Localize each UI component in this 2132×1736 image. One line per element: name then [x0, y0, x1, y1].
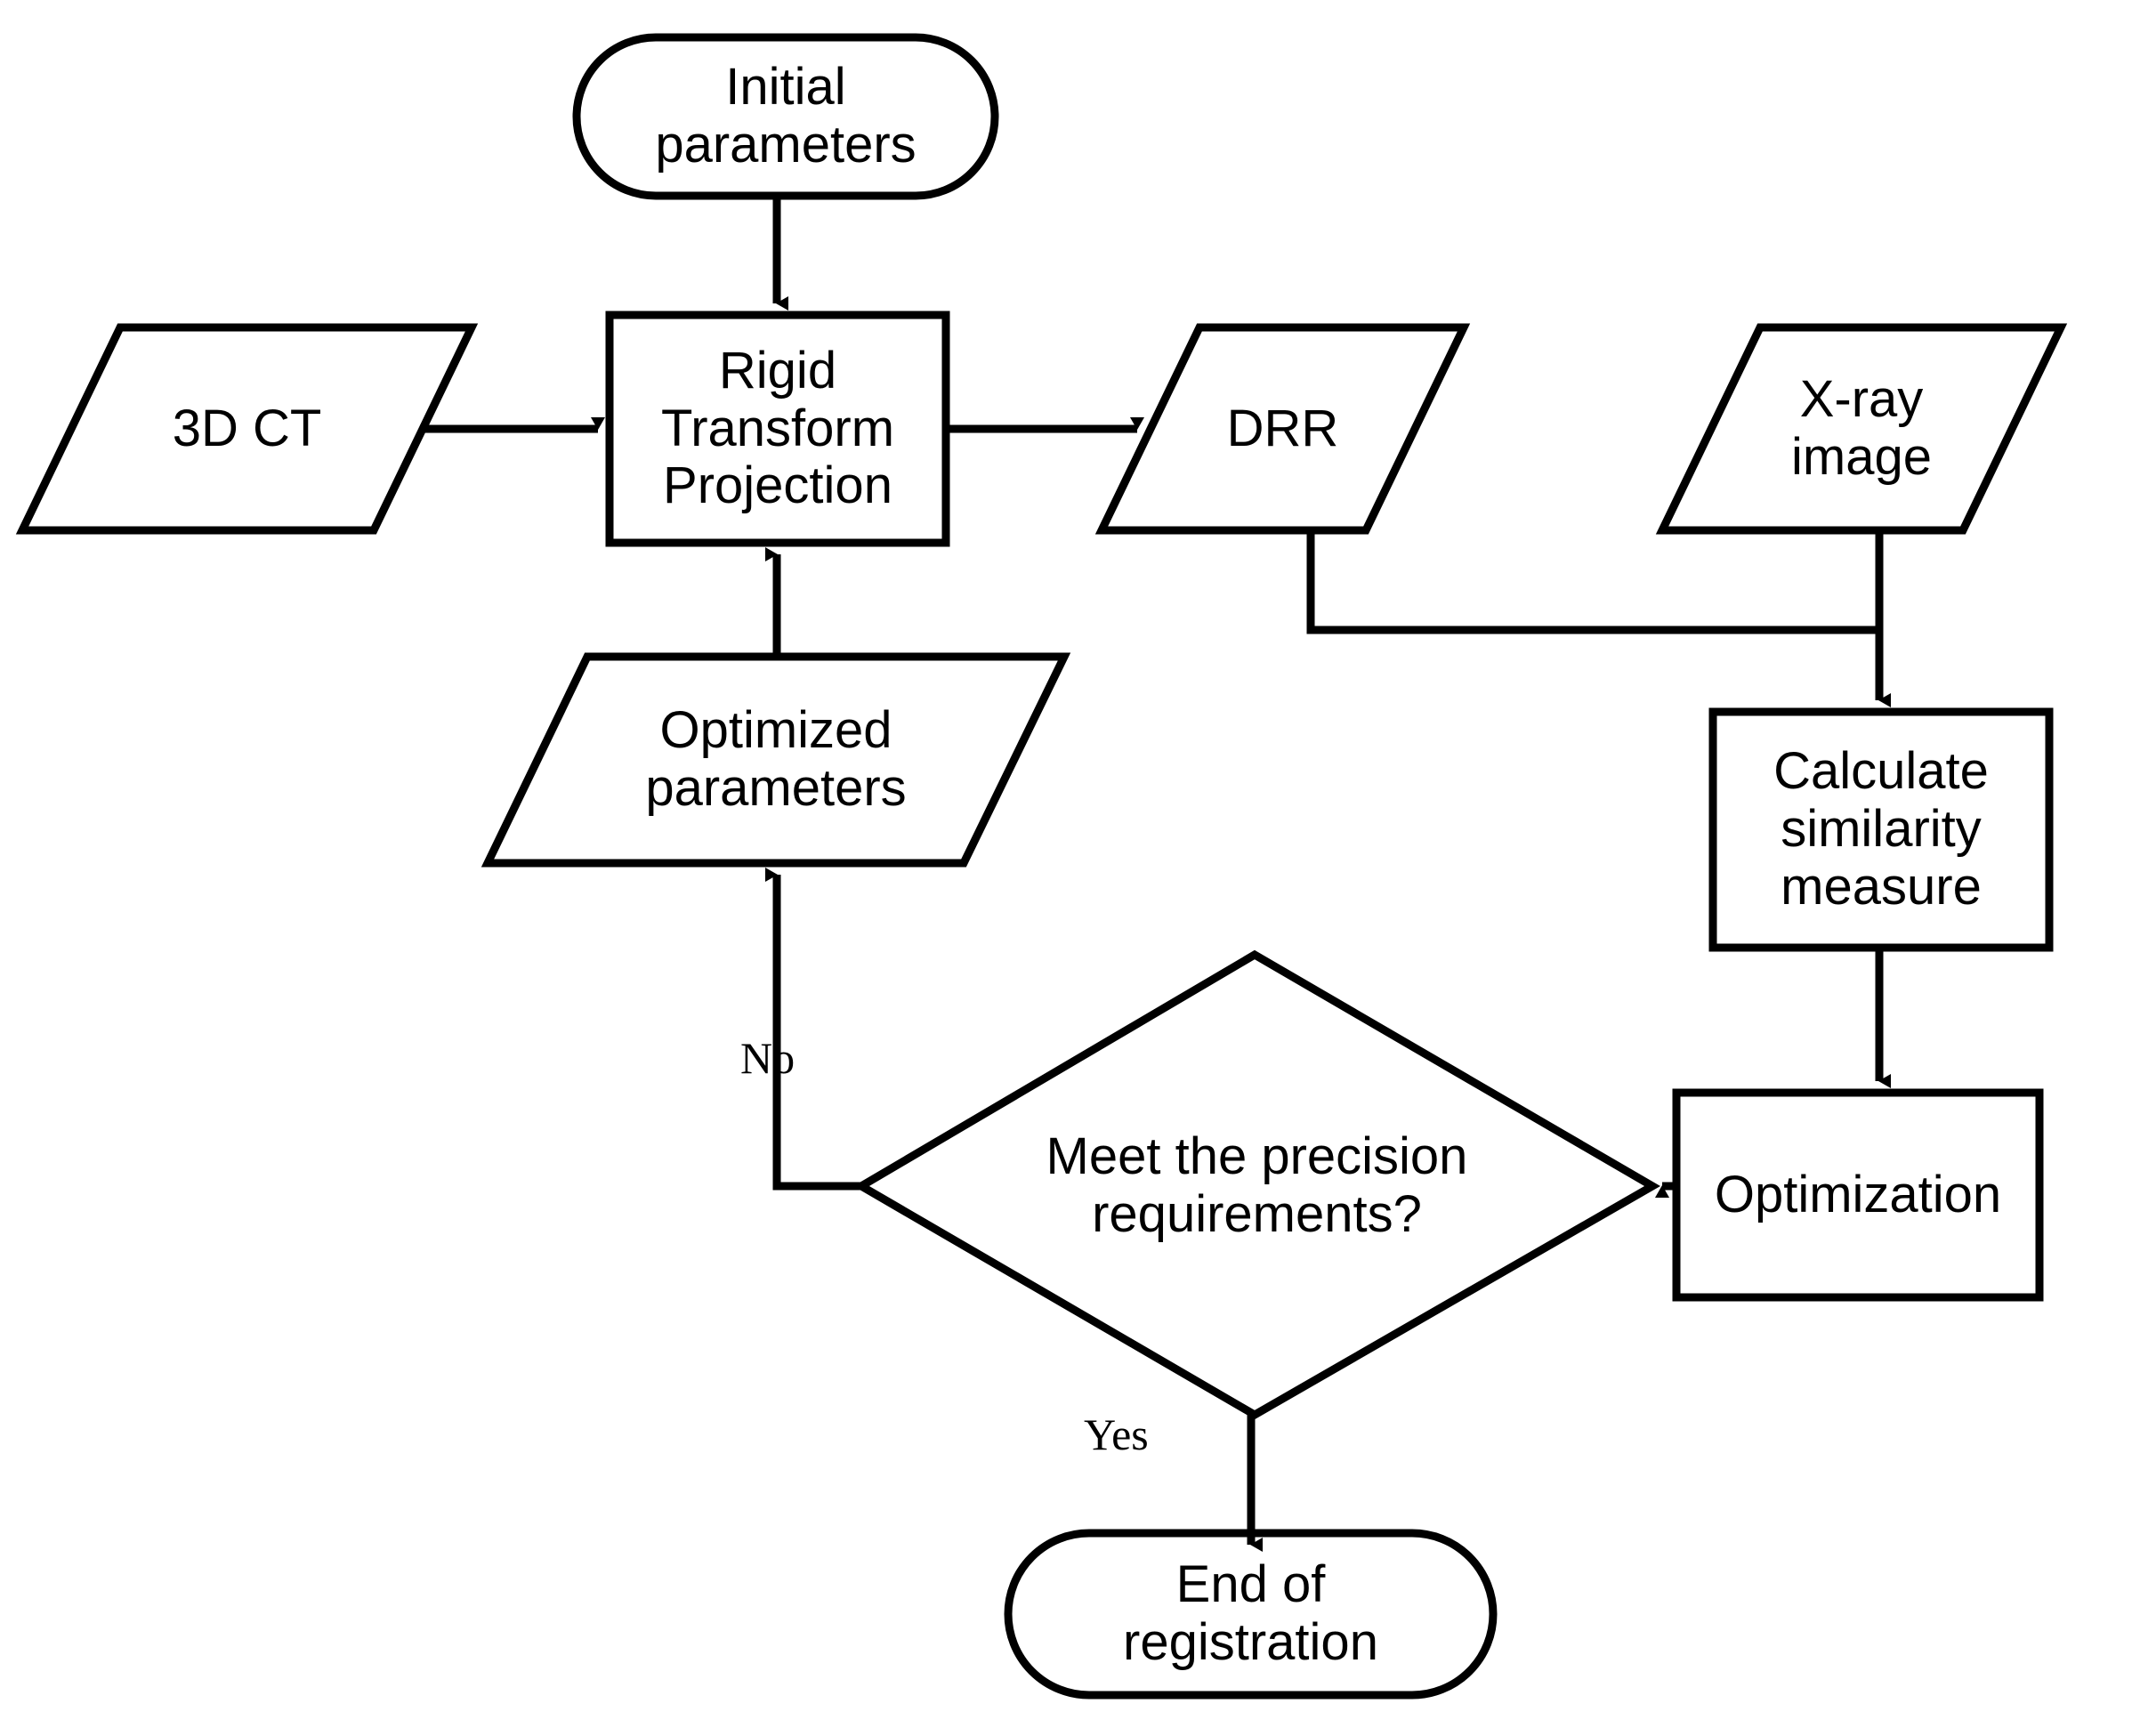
shape-drr[interactable] — [1094, 323, 1471, 535]
shape-xray-image[interactable] — [1655, 323, 2068, 535]
shape-optimization[interactable] — [1672, 1088, 2044, 1302]
node-meet-precision-requirements[interactable] — [861, 955, 1652, 1415]
node-rigid-transform-projection[interactable] — [610, 315, 946, 543]
node-optimized-parameters[interactable] — [488, 657, 1064, 863]
node-xray-image[interactable] — [1662, 327, 2061, 530]
shape-rigid-transform-projection[interactable] — [605, 311, 950, 547]
node-drr[interactable] — [1102, 327, 1464, 530]
node-optimization[interactable] — [1676, 1093, 2039, 1297]
shape-initial-parameters[interactable] — [572, 33, 999, 200]
shape-optimized-parameters[interactable] — [481, 652, 1071, 868]
shape-calculate-similarity-measure[interactable] — [1708, 707, 2054, 952]
shape-3d-ct[interactable] — [15, 323, 479, 535]
node-end-of-registration[interactable] — [1008, 1533, 1493, 1695]
edge-drr-to-similarity — [1306, 527, 1879, 634]
node-initial-parameters[interactable] — [577, 37, 995, 196]
node-3d-ct[interactable] — [22, 327, 472, 530]
edge-decision-no-to-optimized — [772, 1103, 861, 1191]
node-calculate-similarity-measure[interactable] — [1713, 712, 2049, 948]
